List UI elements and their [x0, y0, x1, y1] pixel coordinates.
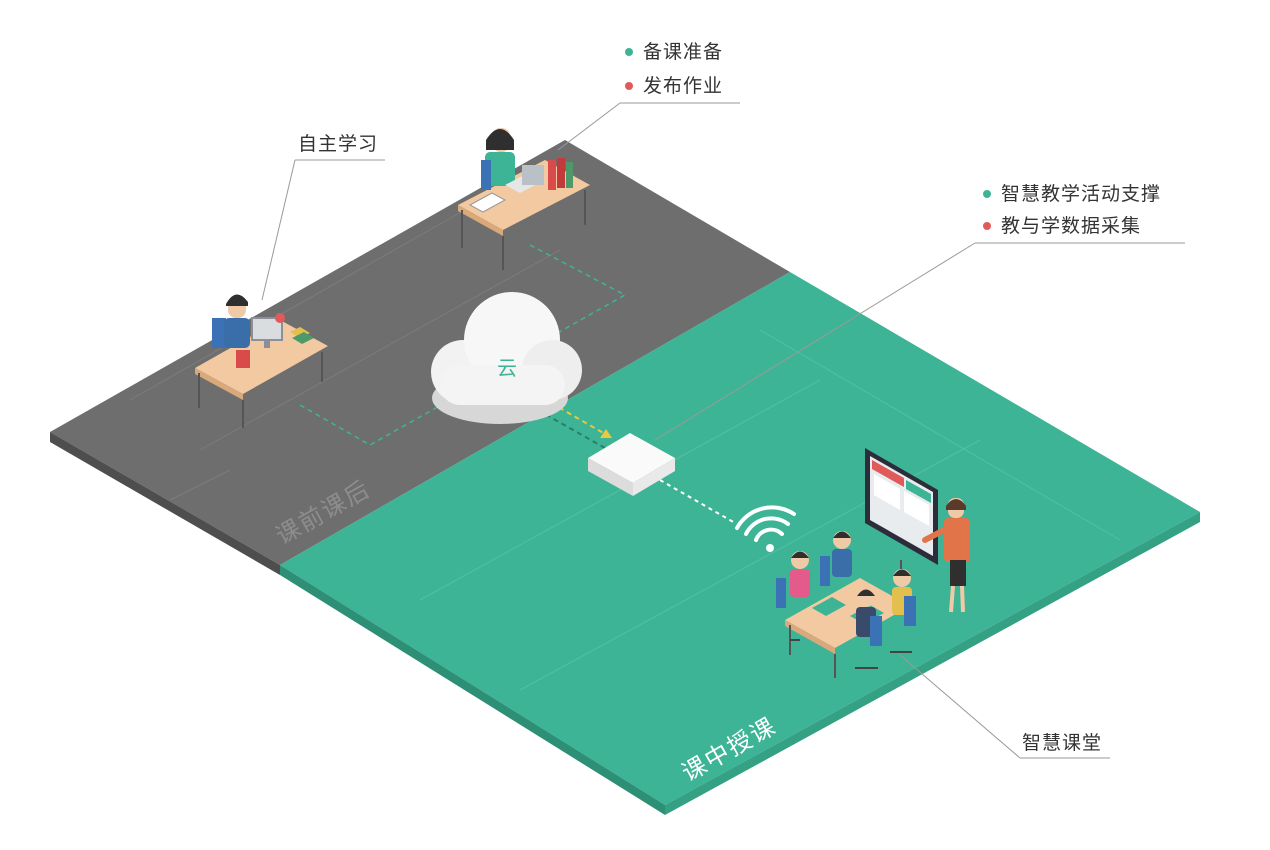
callout-text: 智慧课堂	[1022, 732, 1103, 754]
callout-gateway-item-2: 教与学数据采集	[983, 214, 1161, 238]
student-desk-illustration	[195, 294, 328, 428]
callout-text: 备课准备	[643, 41, 724, 63]
gateway-box	[588, 433, 675, 496]
cloud: 云	[431, 292, 582, 424]
callout-text: 自主学习	[298, 133, 379, 155]
teacher-desk-illustration	[458, 128, 590, 270]
wifi-icon	[735, 505, 796, 552]
cloud-icon	[431, 292, 582, 424]
callout-teacher: 备课准备 发布作业	[625, 40, 723, 98]
bullet-dot-green	[983, 190, 991, 198]
bullet-dot-red	[625, 82, 633, 90]
callout-gateway-item-1: 智慧教学活动支撑	[983, 182, 1161, 206]
bullet-dot-green	[625, 48, 633, 56]
callout-gateway: 智慧教学活动支撑 教与学数据采集	[983, 182, 1161, 238]
callout-text: 教与学数据采集	[1001, 215, 1142, 237]
callout-text: 智慧教学活动支撑	[1001, 183, 1162, 205]
callout-teacher-item-2: 发布作业	[625, 74, 723, 98]
presenter-teacher-illustration	[922, 498, 970, 613]
bullet-dot-red	[983, 222, 991, 230]
floor-in-class	[280, 272, 1200, 815]
callout-text: 发布作业	[643, 75, 724, 97]
floor-pre-post	[50, 140, 790, 575]
callout-teacher-item-1: 备课准备	[625, 40, 723, 64]
student-group-illustration	[776, 531, 916, 678]
callout-classroom: 智慧课堂	[1022, 731, 1102, 755]
cloud-label: 云	[497, 356, 517, 380]
leader-lines	[261, 102, 1185, 759]
smart-board-illustration	[865, 448, 938, 572]
callout-student: 自主学习	[298, 132, 378, 156]
